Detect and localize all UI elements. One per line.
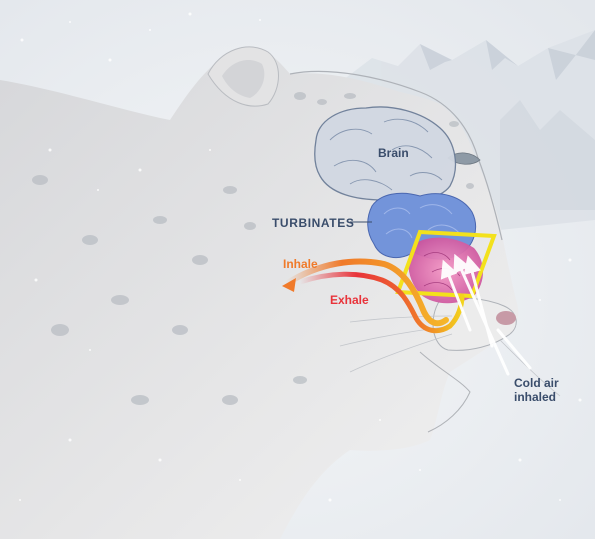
cold-air-label-line1: Cold air — [514, 376, 559, 390]
brain-label: Brain — [378, 146, 409, 160]
cold-air-label-line2: inhaled — [514, 390, 557, 404]
cold-air-label: Cold air inhaled — [514, 376, 559, 404]
snowflakes — [19, 12, 582, 502]
inhale-arrowhead-icon — [282, 278, 296, 292]
exhale-airflow-arrow — [297, 271, 465, 334]
inhale-airflow-arrow — [283, 258, 449, 327]
turbinates-label: TURBINATES — [272, 216, 355, 230]
inhale-label: Inhale — [283, 257, 318, 271]
cold-air-arrows-icon — [440, 253, 532, 376]
exhale-label: Exhale — [330, 293, 369, 307]
brain-icon — [314, 106, 457, 203]
